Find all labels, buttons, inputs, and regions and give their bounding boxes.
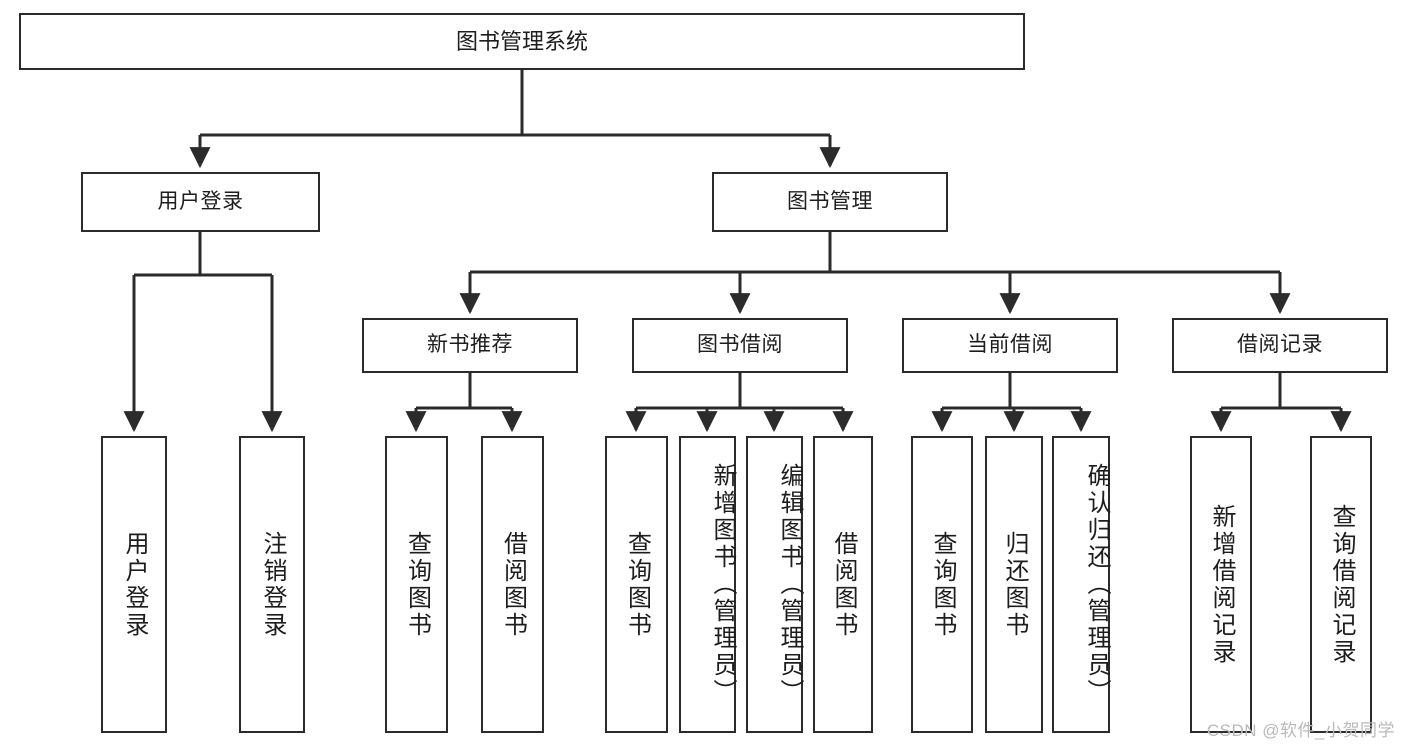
node-leaf-11[interactable]: 新增借阅记录 [1190,436,1252,733]
node-label: 借阅记录 [1237,333,1323,357]
node-leaf-9[interactable]: 归还图书 [985,436,1043,733]
node-level3-0[interactable]: 新书推荐 [362,318,578,373]
node-label: 查询借阅记录 [1328,503,1355,666]
node-label: 新增借阅记录 [1208,503,1235,666]
node-leaf-7[interactable]: 借阅图书 [813,436,873,733]
node-level3-3[interactable]: 借阅记录 [1172,318,1388,373]
node-leaf-4[interactable]: 查询图书 [605,436,668,733]
node-label: 图书管理系统 [455,28,588,54]
node-root-book-management-system[interactable]: 图书管理系统 [19,13,1025,70]
node-level3-1[interactable]: 图书借阅 [632,318,848,373]
node-label: 查询图书 [623,530,651,639]
node-label: 新书推荐 [427,333,513,357]
node-leaf-8[interactable]: 查询图书 [911,436,973,733]
node-label: 用户登录 [121,530,148,639]
node-label: 图书管理 [787,189,873,213]
node-label: 归还图书 [1001,530,1028,639]
node-leaf-2[interactable]: 查询图书 [385,436,448,733]
node-level3-2[interactable]: 当前借阅 [902,318,1118,373]
node-leaf-1[interactable]: 注销登录 [239,436,305,733]
node-leaf-6[interactable]: 编辑图书（管理员） [746,436,803,733]
node-label: 新增图书（管理员） [709,463,736,706]
node-label: 注销登录 [259,530,286,639]
node-label: 查询图书 [403,530,431,639]
node-leaf-10[interactable]: 确认归还（管理员） [1052,436,1110,733]
node-level2-1[interactable]: 图书管理 [712,172,948,232]
node-label: 查询图书 [929,530,956,639]
node-leaf-3[interactable]: 借阅图书 [481,436,544,733]
node-leaf-0[interactable]: 用户登录 [101,436,167,733]
node-label: 编辑图书（管理员） [776,463,803,706]
node-label: 当前借阅 [967,333,1053,357]
node-label: 用户登录 [157,189,244,213]
node-label: 借阅图书 [499,530,527,639]
node-label: 图书借阅 [697,333,783,357]
node-level2-0[interactable]: 用户登录 [81,172,320,232]
node-label: 确认归还（管理员） [1083,463,1110,706]
node-leaf-5[interactable]: 新增图书（管理员） [679,436,736,733]
node-label: 借阅图书 [830,530,857,639]
csdn-watermark: CSDN @软件_小贺同学 [1206,721,1395,740]
node-leaf-12[interactable]: 查询借阅记录 [1310,436,1372,733]
